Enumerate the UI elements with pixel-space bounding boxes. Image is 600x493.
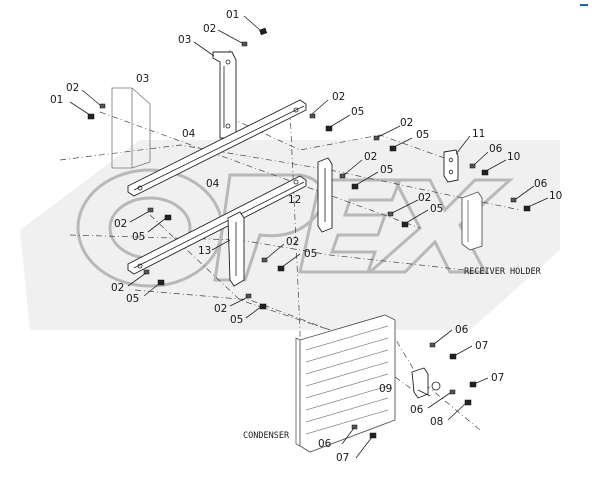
bracket-03-left xyxy=(111,87,151,169)
part-label: 08 xyxy=(430,416,443,428)
corner-mark xyxy=(580,4,588,6)
part-label: 02 xyxy=(400,117,413,129)
part-number-labels: 01 02 03 02 01 03 02 05 04 02 05 11 06 1… xyxy=(50,9,562,464)
bracket-09 xyxy=(411,367,441,399)
part-label: 02 xyxy=(364,151,377,163)
part-label: 07 xyxy=(336,452,349,464)
part-label: 03 xyxy=(178,34,191,46)
receiver-holder xyxy=(461,191,483,251)
part-label: 05 xyxy=(380,164,393,176)
leader-lines xyxy=(69,15,549,459)
part-label: 06 xyxy=(318,438,332,450)
part-label: 01 xyxy=(50,94,63,106)
part-label: 05 xyxy=(304,248,317,260)
part-label: 05 xyxy=(230,314,243,326)
part-label: 02 xyxy=(66,82,79,94)
condenser xyxy=(295,314,396,453)
part-label: 12 xyxy=(288,194,301,206)
part-label: 06 xyxy=(534,178,548,190)
part-label: 05 xyxy=(416,129,429,141)
part-label: 10 xyxy=(549,190,562,202)
part-label: 10 xyxy=(507,151,520,163)
condenser-caption: CONDENSER xyxy=(243,431,290,441)
part-label: 07 xyxy=(475,340,488,352)
bracket-11 xyxy=(443,149,459,183)
part-label: 05 xyxy=(126,293,139,305)
part-label: 11 xyxy=(472,128,485,140)
part-label: 06 xyxy=(489,143,503,155)
part-label: 01 xyxy=(226,9,239,21)
part-label: 04 xyxy=(182,128,196,140)
part-label: 03 xyxy=(136,73,149,85)
part-label: 05 xyxy=(132,231,145,243)
part-label: 06 xyxy=(410,404,424,416)
rail-04-lower xyxy=(127,175,307,275)
bracket-12 xyxy=(317,157,333,233)
bracket-13 xyxy=(227,211,245,287)
part-label: 06 xyxy=(455,324,469,336)
part-label: 02 xyxy=(114,218,127,230)
part-label: 04 xyxy=(206,178,220,190)
part-label: 02 xyxy=(286,236,299,248)
part-label: 02 xyxy=(332,91,345,103)
receiver-holder-caption: RECEIVER HOLDER xyxy=(464,267,542,277)
rail-04-upper xyxy=(127,99,307,197)
part-label: 07 xyxy=(491,372,504,384)
part-label: 02 xyxy=(418,192,431,204)
fasteners xyxy=(87,27,531,439)
part-label: 05 xyxy=(351,106,364,118)
part-label: 02 xyxy=(214,303,227,315)
part-label: 02 xyxy=(111,282,124,294)
part-label: 05 xyxy=(430,203,443,215)
bracket-03-top xyxy=(212,51,237,139)
part-label: 13 xyxy=(198,245,211,257)
part-label: 02 xyxy=(203,23,216,35)
part-label: 09 xyxy=(379,383,392,395)
